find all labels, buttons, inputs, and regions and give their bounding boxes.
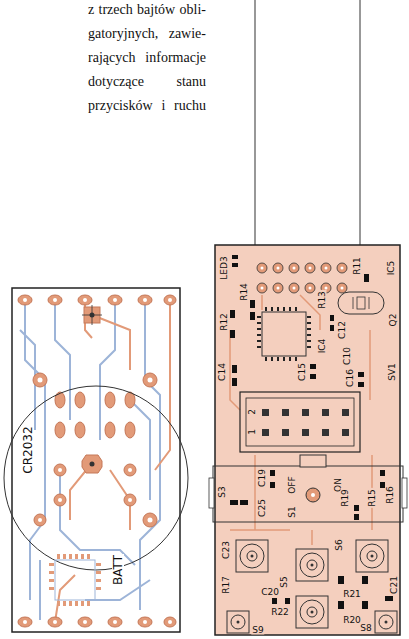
part-label: 2 xyxy=(248,408,257,416)
part-label: LED3 xyxy=(220,255,229,280)
article-text: rających informacje xyxy=(88,50,206,67)
part-label: R14 xyxy=(240,282,249,302)
part-label: C10 xyxy=(343,346,352,366)
article-text: gatoryjnych, zawie- xyxy=(88,26,206,43)
part-label: S5 xyxy=(280,575,289,588)
part-label: C19 xyxy=(258,468,267,488)
part-label: R17 xyxy=(222,575,231,595)
part-label: SV1 xyxy=(388,362,397,382)
left-board xyxy=(4,288,188,632)
part-label: R13 xyxy=(318,290,327,310)
part-label: S6 xyxy=(335,538,344,551)
part-label: R21 xyxy=(342,590,362,599)
part-label: C20 xyxy=(260,588,280,597)
part-label: IC4 xyxy=(318,338,327,355)
part-label: R22 xyxy=(270,608,290,617)
part-label: S3 xyxy=(218,485,227,498)
part-label: C21 xyxy=(390,575,399,595)
part-label: C15 xyxy=(298,362,307,382)
part-label: C16 xyxy=(346,368,355,388)
part-label: CR2032 xyxy=(22,425,34,474)
part-label: R16 xyxy=(386,485,395,505)
part-label: Q2 xyxy=(389,313,398,328)
part-label: C12 xyxy=(338,320,347,340)
part-label: S1 xyxy=(288,505,297,518)
part-label: R12 xyxy=(220,312,229,332)
part-label: 1 xyxy=(248,428,257,436)
part-label: OFF xyxy=(288,475,297,494)
part-label: IC5 xyxy=(387,260,396,277)
part-label: S8 xyxy=(359,624,372,633)
part-label: C25 xyxy=(258,498,267,518)
part-label: BATT xyxy=(112,554,124,586)
part-label: C14 xyxy=(218,362,227,382)
article-text: z trzech bajtów obli- xyxy=(88,2,206,19)
part-label: R19 xyxy=(341,488,350,508)
part-label: R15 xyxy=(368,488,377,508)
part-label: C23 xyxy=(222,540,231,560)
article-text: przycisków i ruchu xyxy=(88,98,206,115)
part-label: S9 xyxy=(251,626,264,635)
right-board xyxy=(209,0,407,635)
article-text: dotyczące stanu xyxy=(88,74,206,91)
part-label: R11 xyxy=(353,256,362,276)
